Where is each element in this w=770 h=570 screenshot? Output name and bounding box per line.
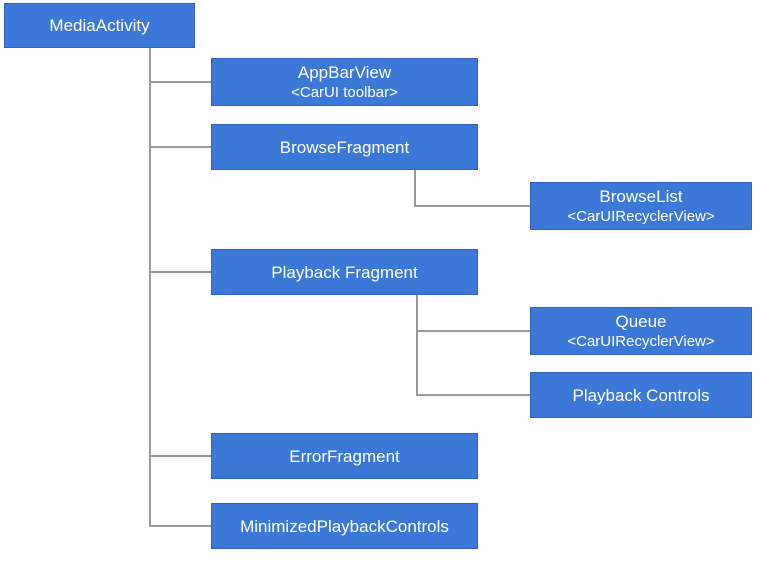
connector-branch-browse-fragment (149, 146, 211, 148)
node-browse-list: BrowseList <CarUIRecyclerView> (530, 182, 752, 230)
node-label: MediaActivity (49, 16, 150, 35)
node-sublabel: <CarUIRecyclerView> (567, 333, 715, 350)
node-label: ErrorFragment (289, 446, 400, 466)
node-minimized-playback-controls: MinimizedPlaybackControls (211, 503, 478, 549)
node-error-fragment: ErrorFragment (211, 433, 478, 479)
node-label: Queue (615, 312, 667, 331)
node-browse-fragment: BrowseFragment (211, 124, 478, 170)
node-queue: Queue <CarUIRecyclerView> (530, 307, 752, 355)
node-label: AppBarView (297, 63, 392, 82)
connector-branch-playback-fragment (149, 271, 211, 273)
node-label: Playback Fragment (271, 262, 418, 282)
connector-branch-browse-list (414, 205, 530, 207)
node-playback-fragment: Playback Fragment (211, 249, 478, 295)
connector-branch-error-fragment (149, 455, 211, 457)
connector-trunk-media-activity (149, 48, 151, 527)
node-label: MinimizedPlaybackControls (240, 516, 449, 536)
node-playback-controls: Playback Controls (530, 372, 752, 418)
connector-branch-minimized-controls (149, 525, 211, 527)
connector-branch-app-bar-view (149, 81, 211, 83)
node-sublabel: <CarUIRecyclerView> (567, 208, 715, 225)
node-label: Playback Controls (572, 385, 710, 405)
node-label: BrowseList (599, 187, 683, 206)
connector-playback-fragment-down (416, 295, 418, 396)
connector-branch-queue (416, 330, 530, 332)
node-app-bar-view: AppBarView <CarUI toolbar> (211, 58, 478, 106)
connector-branch-playback-controls (416, 394, 530, 396)
node-sublabel: <CarUI toolbar> (291, 84, 398, 101)
node-label: BrowseFragment (279, 137, 410, 157)
connector-browse-fragment-down (414, 170, 416, 207)
node-media-activity: MediaActivity (4, 3, 195, 48)
